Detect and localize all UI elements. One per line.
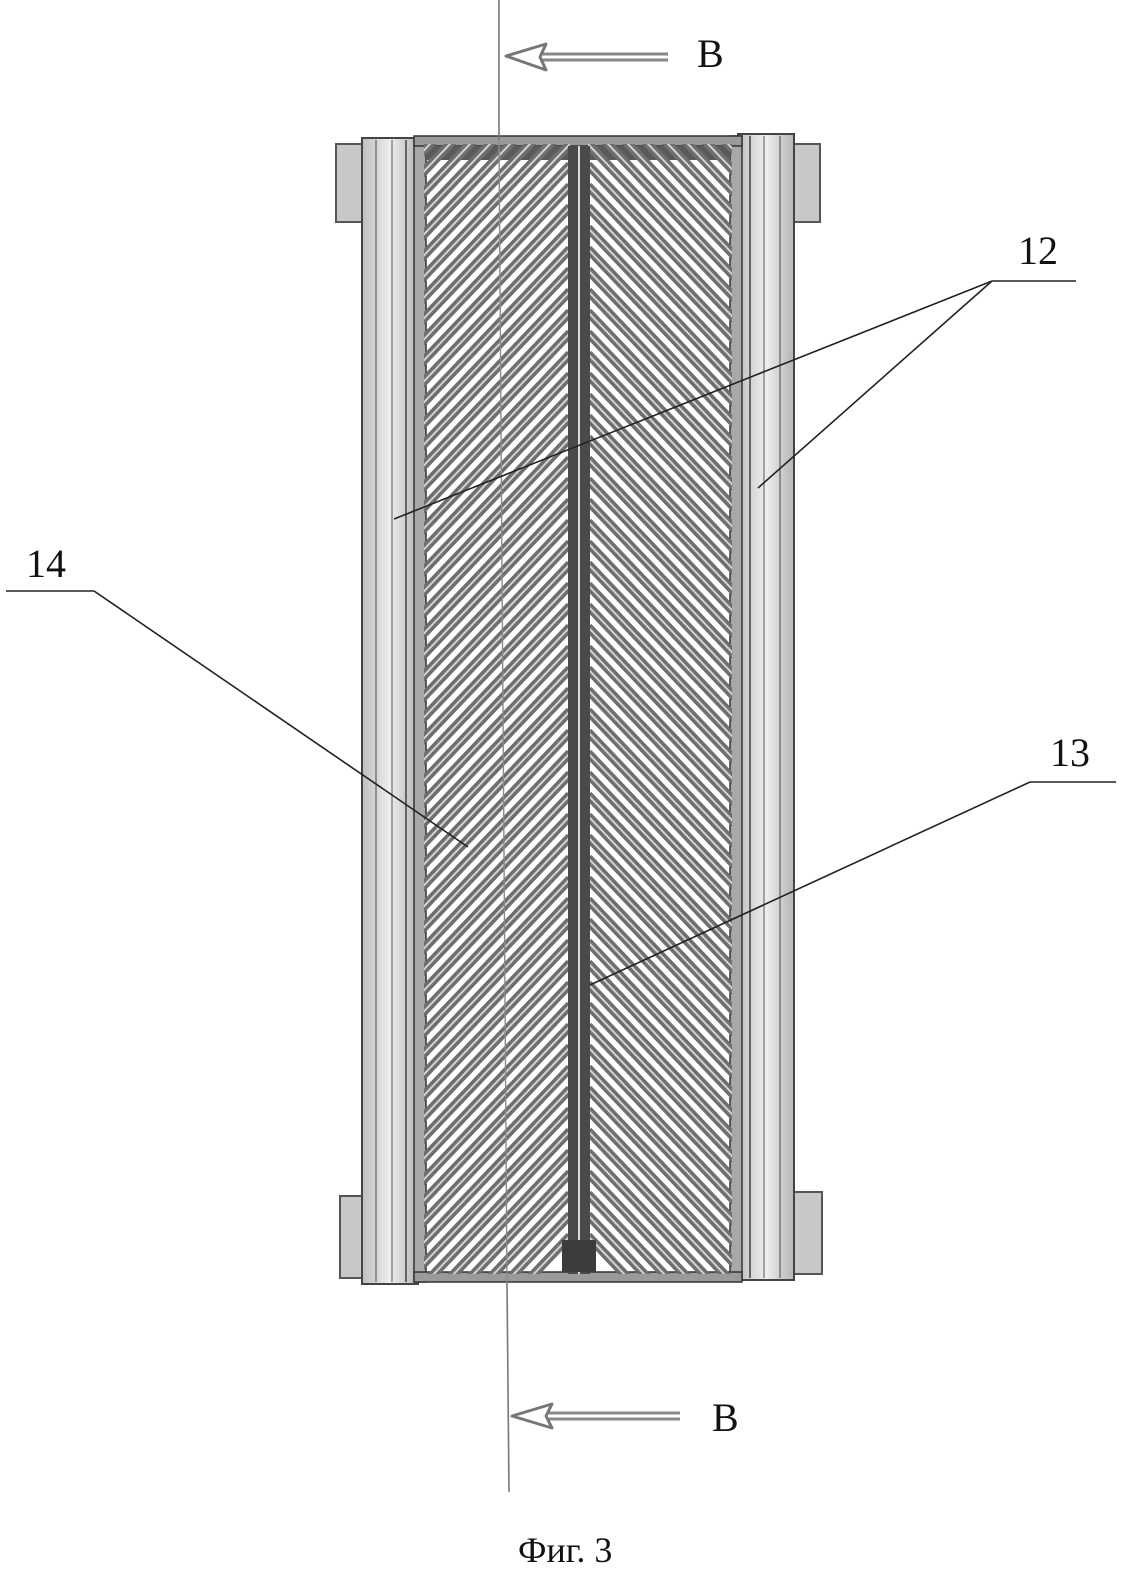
right-fin-highlight (588, 0, 748, 144)
right-side-plate (738, 134, 794, 1280)
right-fin-highlight (588, 0, 748, 81)
right-fin-highlight (588, 0, 748, 102)
section-arrow-top (506, 44, 668, 70)
left-fin (410, 0, 570, 60)
right-fin (588, 0, 748, 102)
inner-right-wall (730, 136, 742, 1278)
callout-13: 13 (1050, 730, 1090, 775)
left-fin-highlight (410, 0, 570, 102)
right-fin (588, 0, 748, 144)
fin-array-left (410, 0, 570, 1404)
callout-12: 12 (1018, 228, 1058, 273)
right-bottom-flange (792, 1192, 822, 1274)
left-side-plate (362, 138, 418, 1284)
right-fin-highlight (588, 0, 748, 60)
left-fin-highlight (410, 0, 570, 60)
callout-14: 14 (26, 541, 66, 586)
right-fin (588, 0, 748, 81)
left-fin (410, 0, 570, 102)
figure-caption: Фиг. 3 (518, 1530, 612, 1570)
fin-array-right (588, 0, 748, 1404)
section-label-top: B (697, 31, 724, 76)
section-label-bottom: B (712, 1395, 739, 1440)
right-fin (588, 0, 748, 60)
spine-foot (562, 1240, 596, 1272)
left-fin-highlight (410, 0, 570, 144)
left-fin (410, 0, 570, 144)
section-arrow-bottom (512, 1404, 680, 1428)
